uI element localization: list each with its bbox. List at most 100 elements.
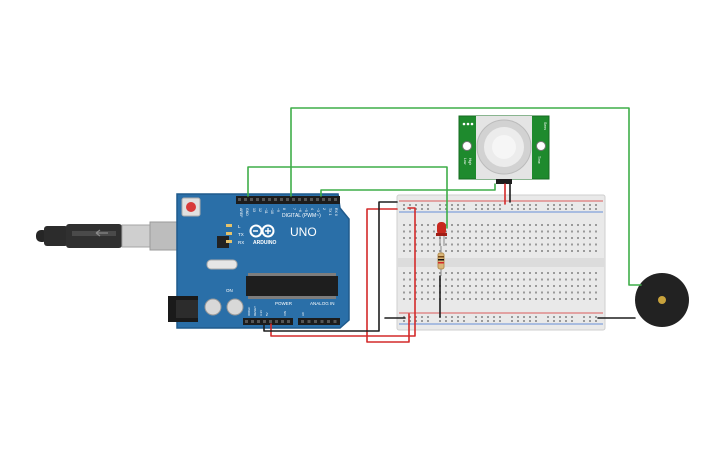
gnd-label: GND [245, 208, 249, 216]
header-pin [301, 320, 304, 323]
bb-hole [463, 224, 465, 226]
bb-hole [553, 204, 555, 206]
bb-hole [559, 243, 561, 246]
header-pin [257, 320, 260, 323]
bb-hole [487, 250, 489, 252]
bb-hole [535, 278, 537, 281]
dc-jack-icon[interactable] [168, 296, 198, 322]
bb-hole [577, 237, 579, 239]
atmega-chip [246, 276, 338, 296]
reset-pin-label: RESET [253, 306, 257, 316]
bb-hole [589, 278, 591, 281]
bb-hole [529, 250, 531, 252]
piezo-buzzer[interactable] [635, 273, 689, 327]
crystal-oscillator [206, 259, 238, 270]
bb-hole [547, 278, 549, 281]
digital-pin-label: ~11 [264, 208, 268, 214]
digital-pin-label: 13 [252, 208, 256, 212]
pir-left-pot[interactable] [462, 141, 472, 151]
bb-hole [433, 272, 435, 274]
bb-hole [529, 237, 531, 239]
pir-right-pot[interactable] [536, 141, 546, 151]
digital-pin-label: ~6 [298, 208, 302, 212]
a0-label: A0 [301, 312, 305, 316]
bb-hole [469, 250, 471, 252]
bb-hole [499, 237, 501, 239]
bb-hole [409, 298, 411, 300]
bb-hole [529, 243, 531, 246]
bb-hole [595, 224, 597, 226]
bb-hole [439, 272, 441, 274]
bb-hole [481, 298, 483, 300]
bb-hole [529, 272, 531, 274]
digital-pin-label: 12 [258, 208, 262, 212]
pir-sensor[interactable]: High Low Time Sens [458, 115, 550, 184]
bb-hole [517, 298, 519, 300]
bb-hole [409, 316, 411, 318]
header-pin [310, 198, 313, 201]
bb-hole [511, 230, 513, 233]
bb-hole [487, 237, 489, 239]
red-led[interactable] [436, 222, 447, 246]
bb-hole [457, 237, 459, 239]
usb-cable-icon[interactable] [36, 221, 181, 251]
breadboard[interactable] [396, 194, 606, 331]
reset-button-icon[interactable] [181, 197, 201, 217]
bb-hole [565, 316, 567, 318]
bb-hole [475, 285, 477, 287]
bb-hole [427, 208, 429, 210]
bb-hole [451, 250, 453, 252]
bb-hole [523, 272, 525, 274]
bb-hole [487, 298, 489, 300]
tx-label: TX [238, 232, 244, 237]
bb-hole [559, 272, 561, 274]
bb-hole [493, 243, 495, 246]
bb-hole [499, 291, 501, 294]
bb-hole [565, 298, 567, 300]
bb-hole [469, 272, 471, 274]
bb-hole [589, 285, 591, 287]
bb-hole [529, 320, 531, 322]
v33-label: 3.3V [259, 310, 263, 316]
bb-hole [547, 298, 549, 300]
bb-hole [595, 208, 597, 210]
header-pin [281, 320, 284, 323]
bb-hole [457, 243, 459, 246]
resistor[interactable] [437, 246, 445, 276]
bb-hole [589, 224, 591, 226]
bb-hole [571, 224, 573, 226]
bb-hole [463, 230, 465, 233]
bb-hole [451, 316, 453, 318]
bb-hole [421, 285, 423, 287]
bb-hole [589, 316, 591, 318]
bb-hole [421, 208, 423, 210]
header-pin [327, 320, 330, 323]
bb-hole [571, 272, 573, 274]
bb-hole [559, 278, 561, 281]
bb-hole [529, 208, 531, 210]
bb-hole [583, 285, 585, 287]
capacitor [226, 298, 244, 316]
bb-hole [469, 243, 471, 246]
bb-hole [553, 272, 555, 274]
bb-hole [403, 224, 405, 226]
bb-hole [577, 291, 579, 294]
model-label: UNO [290, 225, 317, 239]
analog-header[interactable] [298, 318, 340, 325]
bb-hole [475, 278, 477, 281]
bb-hole [403, 291, 405, 294]
bb-hole [529, 204, 531, 206]
bb-hole [523, 278, 525, 281]
vin-label: VIN [283, 311, 287, 316]
header-pin [244, 198, 247, 201]
header-pin [286, 198, 289, 201]
power-header[interactable] [243, 318, 293, 325]
bb-hole [589, 320, 591, 322]
bb-hole [433, 278, 435, 281]
bb-hole [427, 278, 429, 281]
bb-hole [457, 224, 459, 226]
bb-hole [439, 208, 441, 210]
bb-hole [511, 243, 513, 246]
bb-hole [583, 243, 585, 246]
